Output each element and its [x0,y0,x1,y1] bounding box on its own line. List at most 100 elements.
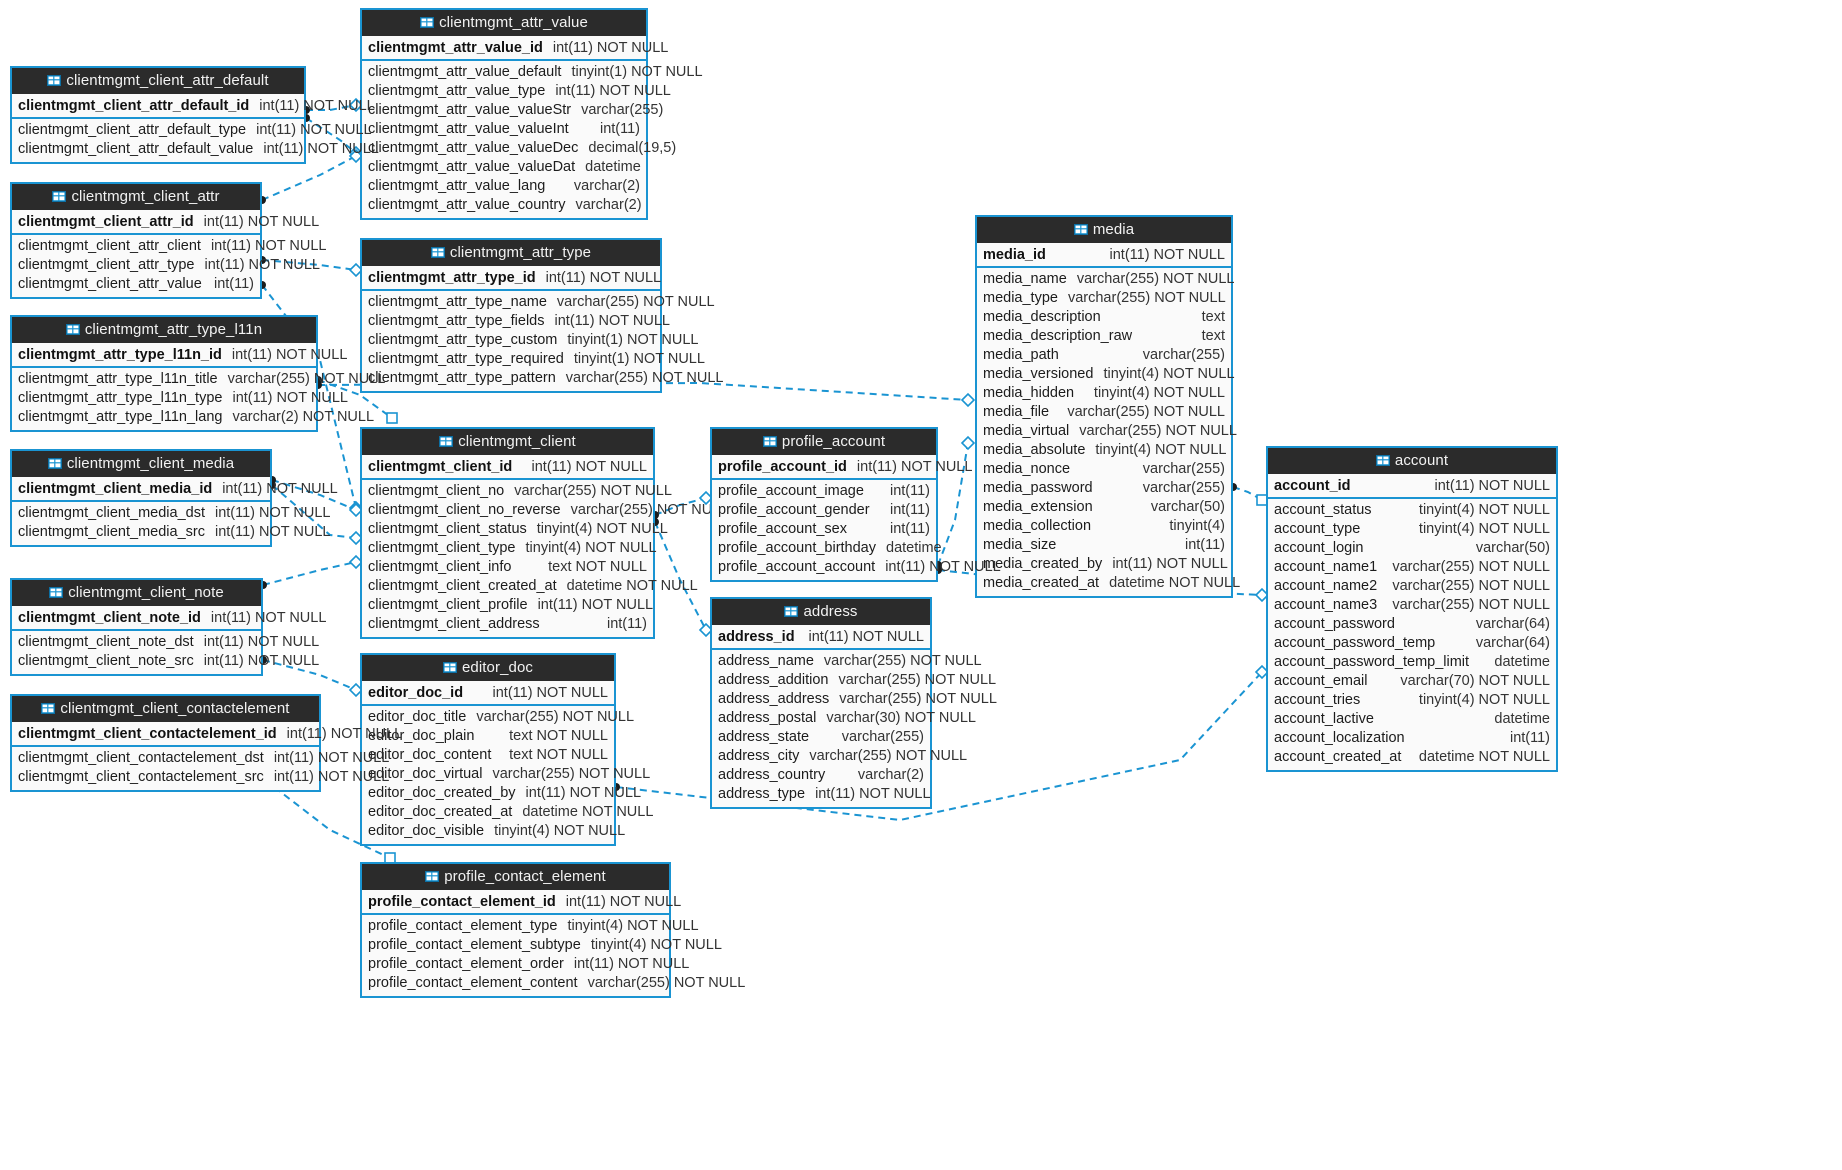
entity-header-clientmgmt_client_media[interactable]: clientmgmt_client_media [12,451,270,477]
entity-header-clientmgmt_client_attr[interactable]: clientmgmt_client_attr [12,184,260,210]
entity-header-clientmgmt_client_contactelement[interactable]: clientmgmt_client_contactelement [12,696,319,722]
entity-header-clientmgmt_attr_type_l11n[interactable]: clientmgmt_attr_type_l11n [12,317,316,343]
relationship-rel-client-note-dst[interactable] [259,554,364,589]
entity-header-clientmgmt_attr_type[interactable]: clientmgmt_attr_type [362,240,660,266]
entity-header-clientmgmt_attr_value[interactable]: clientmgmt_attr_value [362,10,646,36]
entity-table-clientmgmt_attr_type_l11n[interactable]: clientmgmt_attr_type_l11n clientmgmt_attr… [10,315,385,432]
entity-table-clientmgmt_attr_type[interactable]: clientmgmt_attr_type clientmgmt_attr_type… [360,238,723,393]
entity-header-clientmgmt_client[interactable]: clientmgmt_client [362,429,653,455]
entity-header-address[interactable]: address [712,599,930,625]
relationship-rel-media-created-by[interactable] [1229,483,1268,506]
